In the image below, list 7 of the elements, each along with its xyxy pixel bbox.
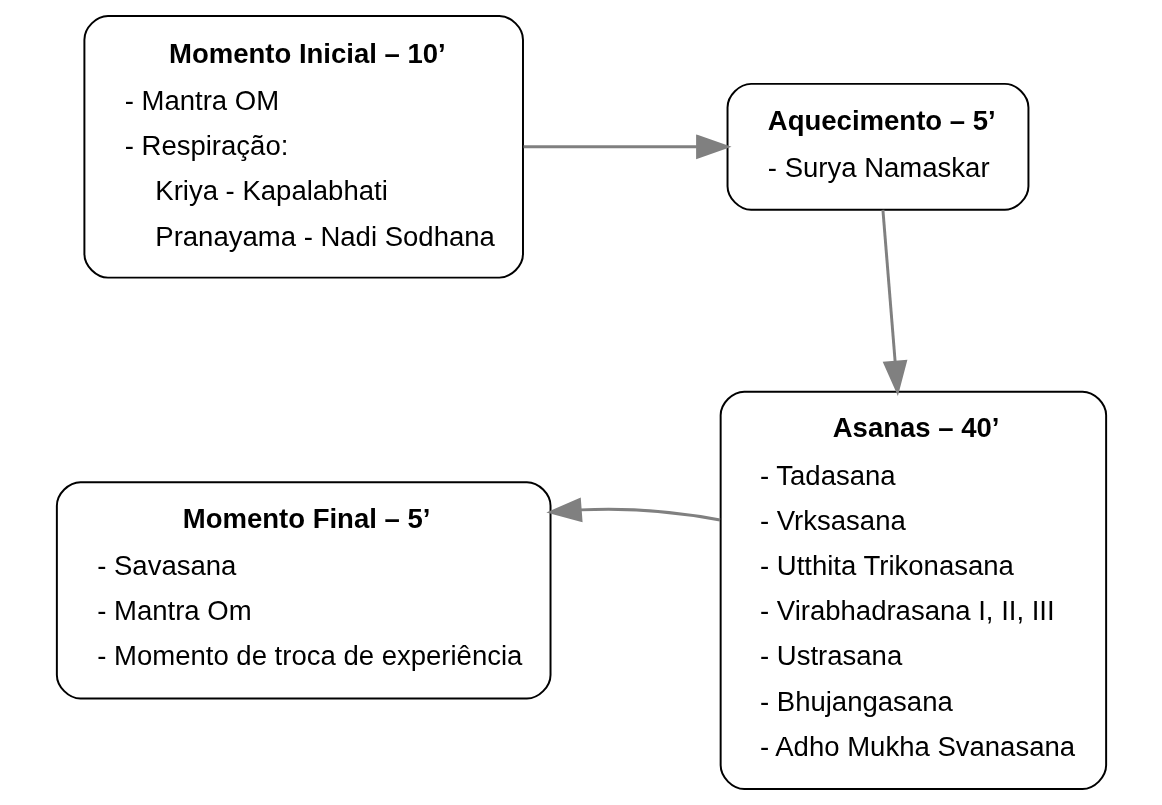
node-box: Momento Inicial – 10’ - Mantra OM - Respiração: Kriya - Kapalabhati Pranayama - Nadi Sodhana [82,15,524,279]
node-box: Momento Final – 5’ - Savasana - Mantra Om - Momento de troca de experiência [55,481,551,700]
node-box: Asanas – 40’ - Tadasana - Vrksasana - Utthita Trikonasana - Virabhadrasana I, II, III - Ustrasana - Bhujangasana - Adho Mukha Svanasana [719,390,1107,790]
arrow [880,209,907,397]
arrow [523,134,732,160]
node-box: Aquecimento – 5’ - Surya Namaskar [726,82,1029,211]
arrow [545,497,720,523]
